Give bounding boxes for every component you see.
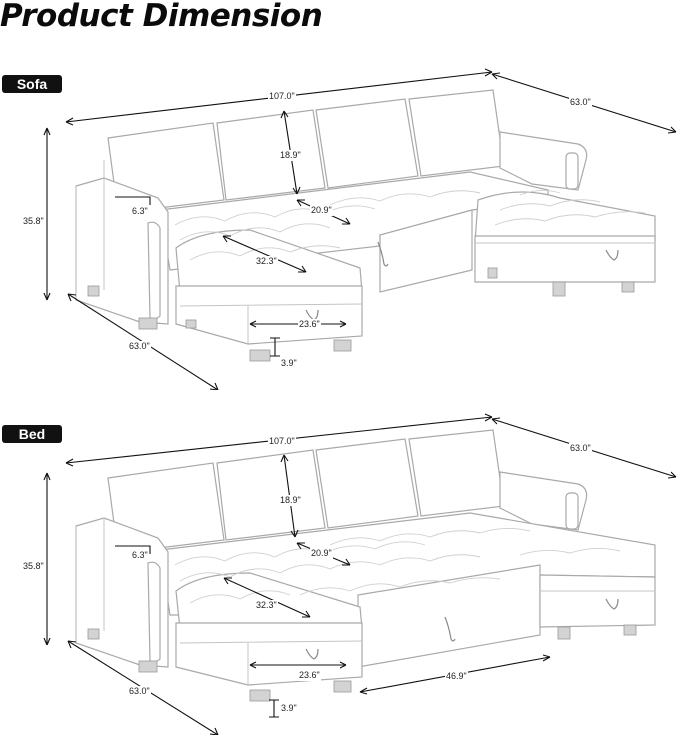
- bed-back-height-label: 18.9": [279, 495, 302, 506]
- sofa-back-height-label: 18.9": [279, 150, 302, 161]
- bed-width-label: 107.0": [268, 436, 296, 447]
- sofa-arm-width-label: 6.3": [131, 206, 149, 217]
- sofa-left-chaise-depth-label: 63.0": [128, 341, 151, 352]
- page-title: Product Dimension: [0, 0, 323, 34]
- bed-leg-height-label: 3.9": [281, 703, 297, 713]
- bed-arm-width-label: 6.3": [131, 550, 149, 561]
- bed-right-chaise-depth-label: 63.0": [569, 443, 592, 454]
- sofa-right-chaise-depth-label: 63.0": [569, 97, 592, 108]
- bed-ottoman-length-label: 32.3": [255, 600, 278, 611]
- sofa-seat-depth-label: 20.9": [310, 205, 333, 216]
- sofa-width-label: 107.0": [268, 91, 296, 102]
- bed-ottoman-width-label: 23.6": [298, 670, 321, 681]
- bed-height-label: 35.8": [22, 561, 45, 572]
- sofa-height-label: 35.8": [22, 216, 45, 227]
- bed-drawing: [43, 413, 677, 735]
- sofa-ottoman-length-label: 32.3": [255, 256, 278, 267]
- bed-extension-label: 46.9": [445, 671, 468, 682]
- sofa-ottoman-width-label: 23.6": [298, 319, 321, 330]
- bed-seat-depth-label: 20.9": [310, 548, 333, 559]
- sofa-badge: Sofa: [2, 75, 62, 93]
- bed-left-chaise-depth-label: 63.0": [128, 686, 151, 697]
- bed-badge: Bed: [2, 425, 62, 443]
- sofa-drawing: [43, 68, 677, 390]
- sofa-leg-height-label: 3.9": [281, 358, 297, 368]
